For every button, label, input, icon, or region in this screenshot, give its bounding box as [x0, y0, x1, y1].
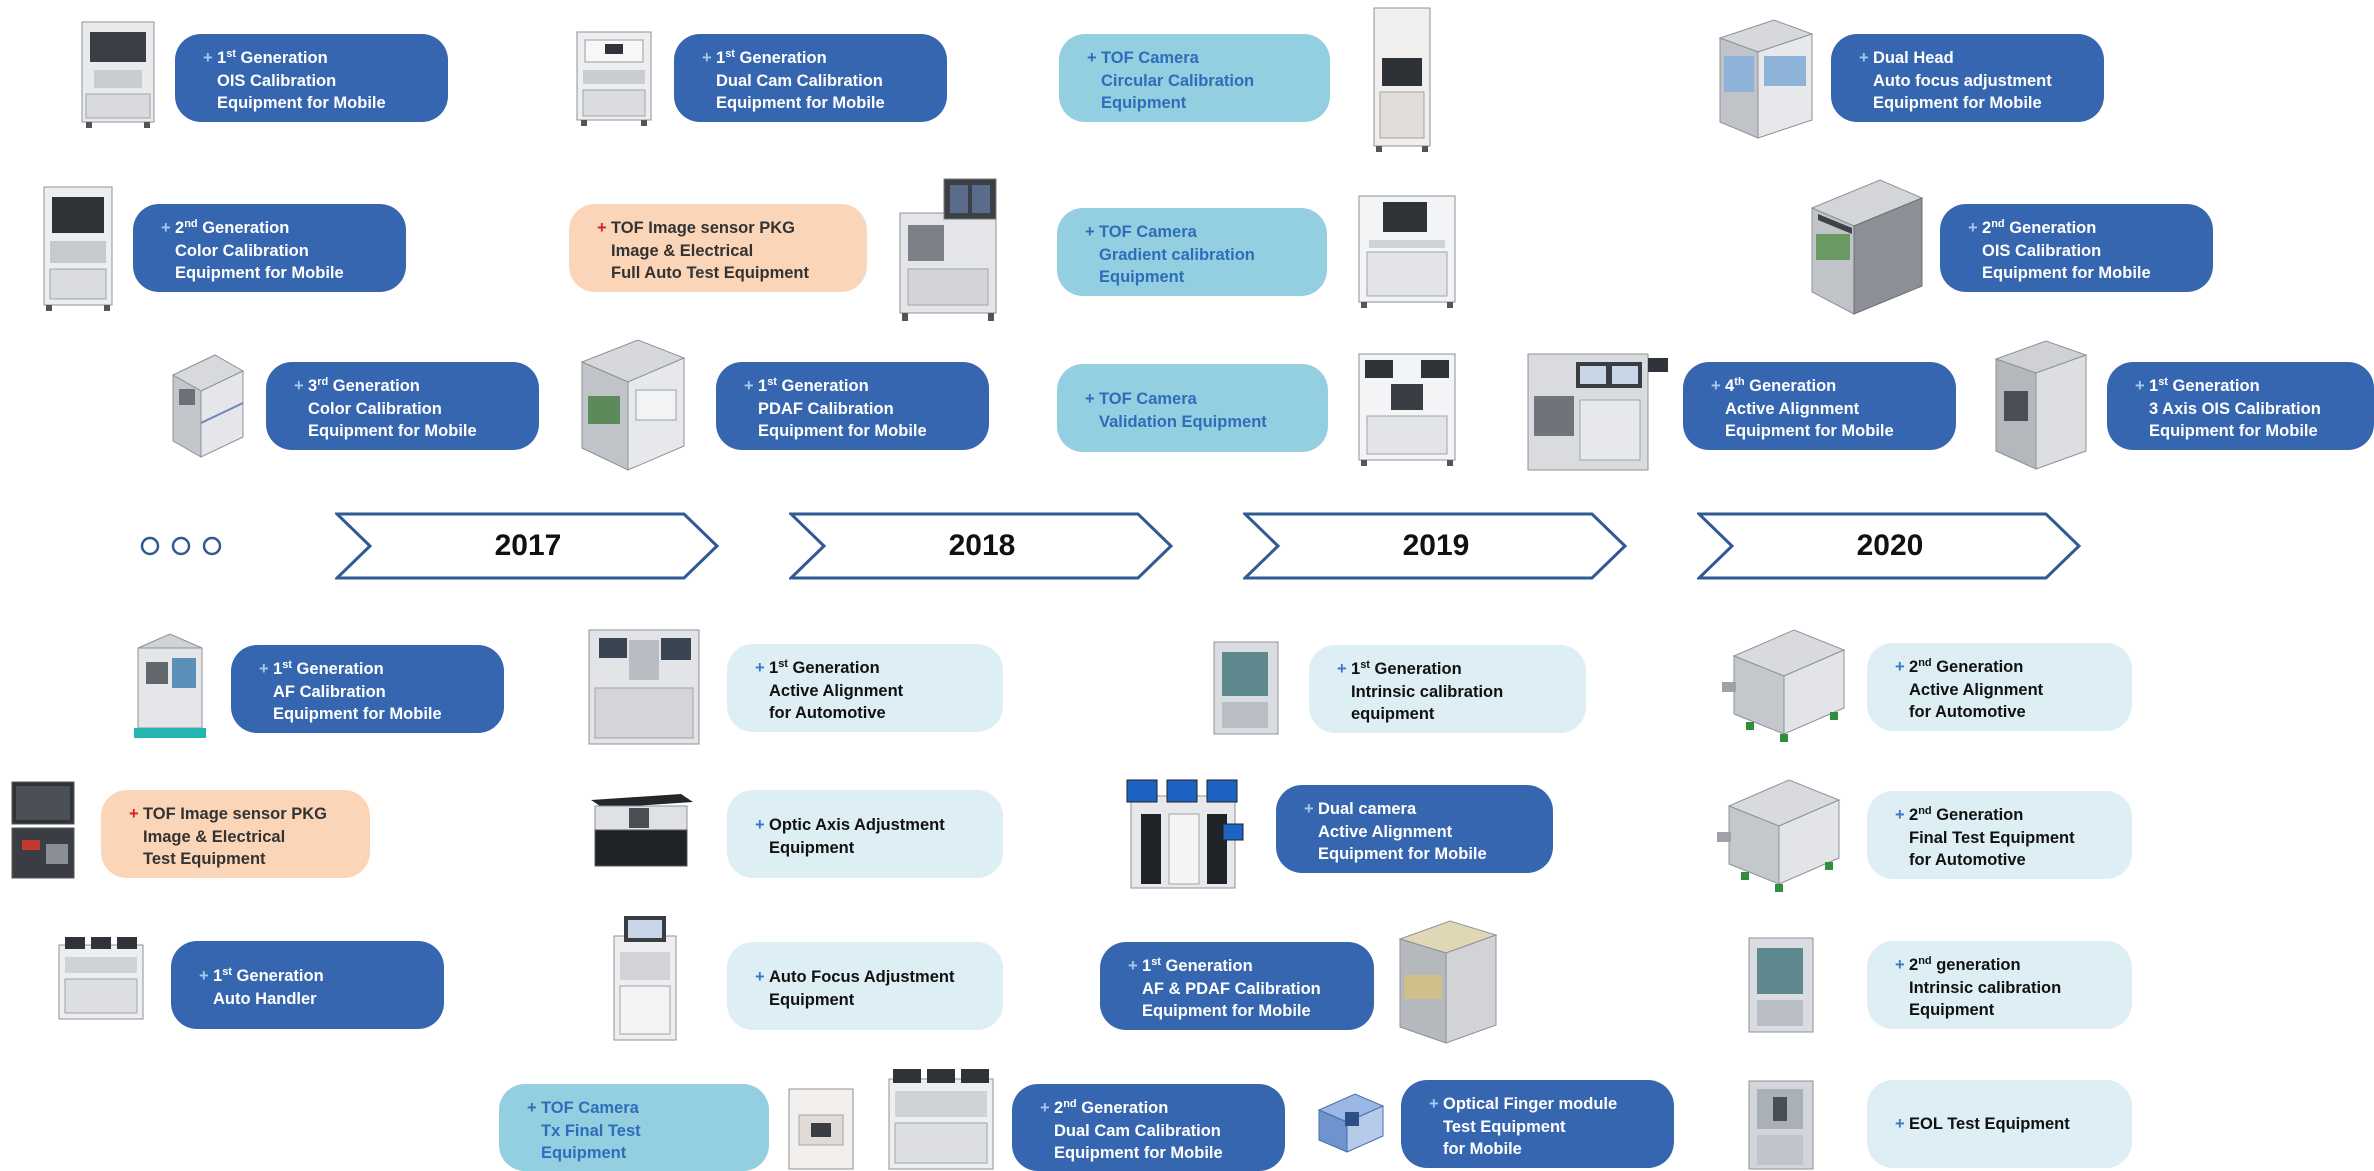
ois-calibration-2nd-machine-image: [1810, 179, 1924, 315]
label-tof-validation: +TOF Camera Validation Equipment: [1057, 364, 1328, 452]
active-alignment-2nd-automotive-machine-image: [1722, 629, 1846, 742]
timeline-ellipsis: [138, 533, 228, 564]
pdaf-calibration-machine-image: [580, 339, 686, 471]
final-test-2nd-automotive-machine-image: [1717, 779, 1841, 892]
year-label-2018: 2018: [948, 529, 1016, 562]
year-arrow-2017: [335, 512, 720, 580]
intrinsic-calibration-2nd-machine-image: [1748, 937, 1814, 1033]
label-auto-focus-adjustment: +Auto Focus Adjustment Equipment: [727, 942, 1003, 1030]
active-alignment-4th-machine-image: [1527, 353, 1668, 471]
tof-tx-final-test-machine-image: [788, 1088, 854, 1170]
year-label-2019: 2019: [1402, 529, 1470, 562]
dual-camera-aa-machine-image: [1126, 779, 1244, 889]
af-pdaf-calibration-machine-image: [1398, 920, 1498, 1044]
label-tof-pkg-full-auto: +TOF Image sensor PKG Image & Electrical…: [569, 204, 867, 292]
tof-gradient-calibration-machine-image: [1358, 195, 1456, 308]
label-eol-test: +EOL Test Equipment: [1867, 1080, 2132, 1168]
label-auto-handler-1st: +1st Generation Auto Handler: [171, 941, 444, 1029]
tof-validation-machine-image: [1358, 353, 1456, 466]
tof-pkg-test-machine-image: [11, 781, 75, 879]
tof-circular-calibration-machine-image: [1373, 7, 1431, 152]
label-tof-pkg-test: +TOF Image sensor PKG Image & Electrical…: [101, 790, 370, 878]
3axis-ois-calibration-machine-image: [1994, 340, 2088, 470]
label-optic-axis-adjustment: +Optic Axis Adjustment Equipment: [727, 790, 1003, 878]
year-arrow-2020: [1697, 512, 2082, 580]
intrinsic-calibration-machine-image: [1213, 641, 1279, 735]
eol-test-machine-image: [1748, 1080, 1814, 1170]
year-arrow-2019: [1243, 512, 1628, 580]
dual-cam-calibration-2nd-machine-image: [888, 1069, 994, 1170]
optic-axis-adjustment-machine-image: [591, 794, 693, 867]
auto-handler-machine-image: [58, 937, 144, 1020]
year-label-2020: 2020: [1856, 529, 1924, 562]
year-label-2017: 2017: [494, 529, 562, 562]
optical-finger-module-machine-image: [1317, 1093, 1385, 1153]
color-calibration-3rd-machine-image: [171, 354, 245, 458]
auto-focus-adjustment-machine-image: [613, 916, 677, 1041]
color-calibration-machine-image: [43, 186, 113, 311]
af-calibration-machine-image: [134, 633, 206, 738]
tof-pkg-full-auto-machine-image: [899, 178, 997, 321]
dual-head-af-machine-image: [1718, 19, 1814, 139]
active-alignment-automotive-machine-image: [588, 629, 700, 745]
ois-calibration-machine-image: [81, 21, 155, 128]
year-arrow-2018: [789, 512, 1174, 580]
dual-cam-calibration-machine-image: [576, 31, 652, 126]
